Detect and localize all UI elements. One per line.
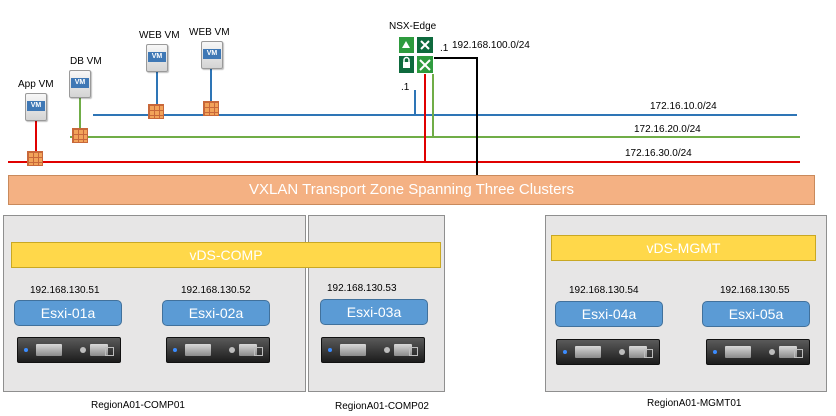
host-esxi-02a[interactable]: Esxi-02a [162, 300, 270, 326]
db-vm-link [79, 97, 81, 136]
host-esxi-03a[interactable]: Esxi-03a [320, 299, 428, 325]
cluster-label-mgmt01: RegionA01-MGMT01 [647, 398, 742, 409]
web2-vm-icon[interactable]: VM [201, 41, 223, 69]
host-name-esxi-04a: Esxi-04a [581, 306, 637, 322]
cluster-label-comp02: RegionA01-COMP02 [335, 401, 429, 412]
db-vm-icon[interactable]: VM [69, 70, 91, 98]
firewall-icon [148, 104, 164, 119]
server-icon [166, 337, 270, 363]
web1-vm-label: WEB VM [139, 30, 180, 41]
firewall-icon [72, 128, 88, 143]
network-label-green: 172.16.20.0/24 [634, 124, 701, 135]
vds-mgmt-label: vDS-MGMT [646, 240, 721, 256]
app-vm-link [35, 120, 37, 161]
web1-vm-link [156, 72, 158, 114]
vds-comp-label: vDS-COMP [189, 247, 263, 263]
host-name-esxi-03a: Esxi-03a [346, 304, 402, 320]
host-esxi-01a[interactable]: Esxi-01a [14, 300, 122, 326]
vm-icon-text: VM [203, 49, 221, 59]
server-icon [17, 337, 121, 363]
host-name-esxi-02a: Esxi-02a [188, 305, 244, 321]
host-ip-esxi-02a: 192.168.130.52 [181, 285, 251, 296]
server-icon [706, 339, 810, 365]
host-ip-esxi-01a: 192.168.130.51 [30, 285, 100, 296]
vm-icon-text: VM [148, 52, 166, 62]
firewall-icon [27, 151, 43, 166]
edge-uplink-suffix: .1 [440, 43, 449, 54]
network-line-red [8, 161, 800, 163]
network-label-red: 172.16.30.0/24 [625, 148, 692, 159]
edge-red-link [424, 74, 426, 161]
edge-green-link [432, 74, 434, 136]
host-name-esxi-05a: Esxi-05a [728, 306, 784, 322]
web2-vm-label: WEB VM [189, 27, 230, 38]
nsx-edge-label: NSX-Edge [389, 21, 437, 32]
host-ip-esxi-05a: 192.168.130.55 [720, 285, 790, 296]
db-vm-label: DB VM [70, 56, 102, 67]
network-line-blue [93, 114, 797, 116]
nsx-edge-icon[interactable] [398, 36, 434, 74]
network-label-blue: 172.16.10.0/24 [650, 101, 717, 112]
server-icon [556, 339, 660, 365]
vm-icon-text: VM [71, 78, 89, 88]
host-esxi-04a[interactable]: Esxi-04a [555, 301, 663, 327]
edge-uplink-h [434, 57, 478, 59]
edge-internal-suffix: .1 [401, 82, 410, 93]
app-vm-label: App VM [18, 79, 54, 90]
host-name-esxi-01a: Esxi-01a [40, 305, 96, 321]
firewall-icon [203, 101, 219, 116]
host-ip-esxi-04a: 192.168.130.54 [569, 285, 639, 296]
transport-zone-label: VXLAN Transport Zone Spanning Three Clus… [249, 181, 574, 198]
edge-uplink-v [476, 57, 478, 175]
server-icon [321, 337, 425, 363]
network-line-green [70, 136, 800, 138]
vds-mgmt-bar: vDS-MGMT [551, 235, 816, 261]
cluster-label-comp01: RegionA01-COMP01 [91, 400, 185, 411]
app-vm-icon[interactable]: VM [25, 93, 47, 121]
web1-vm-icon[interactable]: VM [146, 44, 168, 72]
edge-uplink-ip: 192.168.100.0/24 [452, 40, 530, 51]
host-ip-esxi-03a: 192.168.130.53 [327, 283, 397, 294]
vds-comp-bar-overlay [308, 242, 441, 268]
vm-icon-text: VM [27, 101, 45, 111]
edge-blue-link [414, 90, 416, 114]
host-esxi-05a[interactable]: Esxi-05a [702, 301, 810, 327]
web2-vm-link [210, 69, 212, 114]
transport-zone-bar: VXLAN Transport Zone Spanning Three Clus… [8, 175, 815, 205]
